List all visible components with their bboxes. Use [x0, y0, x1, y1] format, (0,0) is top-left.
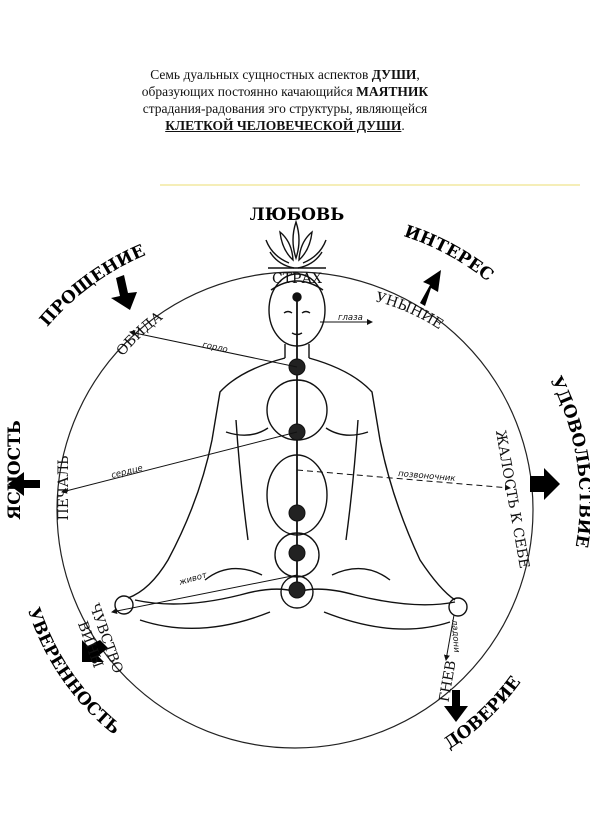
label-spine: позвоночник: [398, 469, 457, 484]
hair-band: [270, 280, 324, 291]
legs-lower: [139, 611, 451, 630]
chakra-circle-middle: [266, 454, 328, 536]
chakra-circle-lower: [274, 532, 320, 578]
caption-bold-pendulum: МАЯТНИК: [356, 84, 429, 99]
chakra-circle-root: [280, 575, 314, 609]
caption-line-2: образующих постоянно качающийся МАЯТНИК: [90, 83, 480, 100]
label-eyes: глаза: [338, 313, 363, 323]
outer-word-right: УДОВОЛЬСТВИЕ: [546, 373, 590, 549]
outer-word-upper-left-text: ПРОЩЕНИЕ: [36, 241, 148, 330]
outer-circle: [56, 271, 534, 749]
label-hands: ладони: [449, 619, 461, 654]
chakra-symbols: [288, 358, 306, 599]
inner-word-upper-right: УНЫНИЕ: [374, 290, 446, 333]
right-arm: [308, 357, 456, 601]
eyes: [283, 310, 311, 314]
label-heart: сердце: [110, 463, 144, 480]
left-arm: [127, 357, 286, 599]
outer-word-right-text: УДОВОЛЬСТВИЕ: [546, 373, 590, 549]
inner-word-left: ПЕЧАЛЬ: [56, 456, 72, 521]
arrow-down-left-icon: [82, 640, 108, 662]
caption-bold-soul: ДУШИ: [371, 67, 417, 82]
arrow-right-icon: [530, 468, 560, 500]
connector-lines: [61, 319, 511, 661]
arrow-up-right-icon: [420, 270, 441, 306]
caption-line-4: КЛЕТКОЙ ЧЕЛОВЕЧЕСКОЙ ДУШИ.: [90, 117, 480, 134]
solar-chakra-icon: [288, 504, 306, 522]
chest: [225, 427, 369, 436]
outer-word-upper-right: ИНТЕРЕС: [401, 222, 497, 286]
inner-word-top: СТРАХ: [272, 271, 322, 287]
label-throat: горло: [201, 340, 228, 355]
root-chakra-icon: [288, 581, 306, 599]
line-throat-to-resentment: [129, 330, 298, 368]
inner-word-right: ЖАЛОСТЬ К СЕБЕ: [492, 429, 532, 570]
inner-word-upper-left: ОБИДА: [114, 309, 167, 360]
caption-text: страдания-радования эго структуры, являю…: [142, 101, 428, 116]
inner-word-lower-right: ГНЕВ: [437, 659, 460, 703]
caption-text: ,: [416, 67, 420, 82]
arrow-down-right-icon: [444, 690, 468, 722]
torso-sides: [235, 419, 359, 541]
outer-word-upper-right-text: ИНТЕРЕС: [401, 222, 497, 286]
right-hand: [448, 597, 468, 617]
caption-text: Семь дуальных сущностных аспектов: [150, 67, 372, 82]
caption-underlined-title: КЛЕТКОЙ ЧЕЛОВЕЧЕСКОЙ ДУШИ: [165, 118, 402, 133]
feet: [204, 567, 391, 581]
inner-word-upper-right-text: УНЫНИЕ: [374, 290, 446, 333]
line-heart-to-sadness: [61, 431, 298, 494]
arrow-up-left-icon: [111, 275, 137, 310]
left-hand: [114, 595, 134, 615]
outer-word-left: ЯСНОСТЬ: [5, 420, 25, 520]
caption-line-1: Семь дуальных сущностных аспектов ДУШИ,: [90, 66, 480, 83]
inner-word-upper-left-text: ОБИДА: [114, 309, 167, 360]
line-belly-to-guilt: [111, 574, 298, 614]
outer-word-top: ЛЮБОВЬ: [250, 205, 345, 225]
line-spine-to-selfpity: [296, 469, 511, 491]
outer-word-upper-left: ПРОЩЕНИЕ: [36, 241, 148, 330]
line-hands-to-anger: [443, 614, 455, 661]
arrow-left-icon: [8, 472, 40, 496]
caption-text: образующих постоянно качающийся: [141, 84, 357, 99]
outer-arrows: [8, 270, 560, 722]
caption-text: .: [401, 118, 405, 133]
label-belly: живот: [177, 570, 209, 588]
lotus-crown-icon: [265, 219, 327, 269]
caption-line-3: страдания-радования эго структуры, являю…: [90, 100, 480, 117]
sacral-chakra-icon: [288, 544, 306, 562]
diagram-caption: Семь дуальных сущностных аспектов ДУШИ, …: [90, 66, 480, 134]
